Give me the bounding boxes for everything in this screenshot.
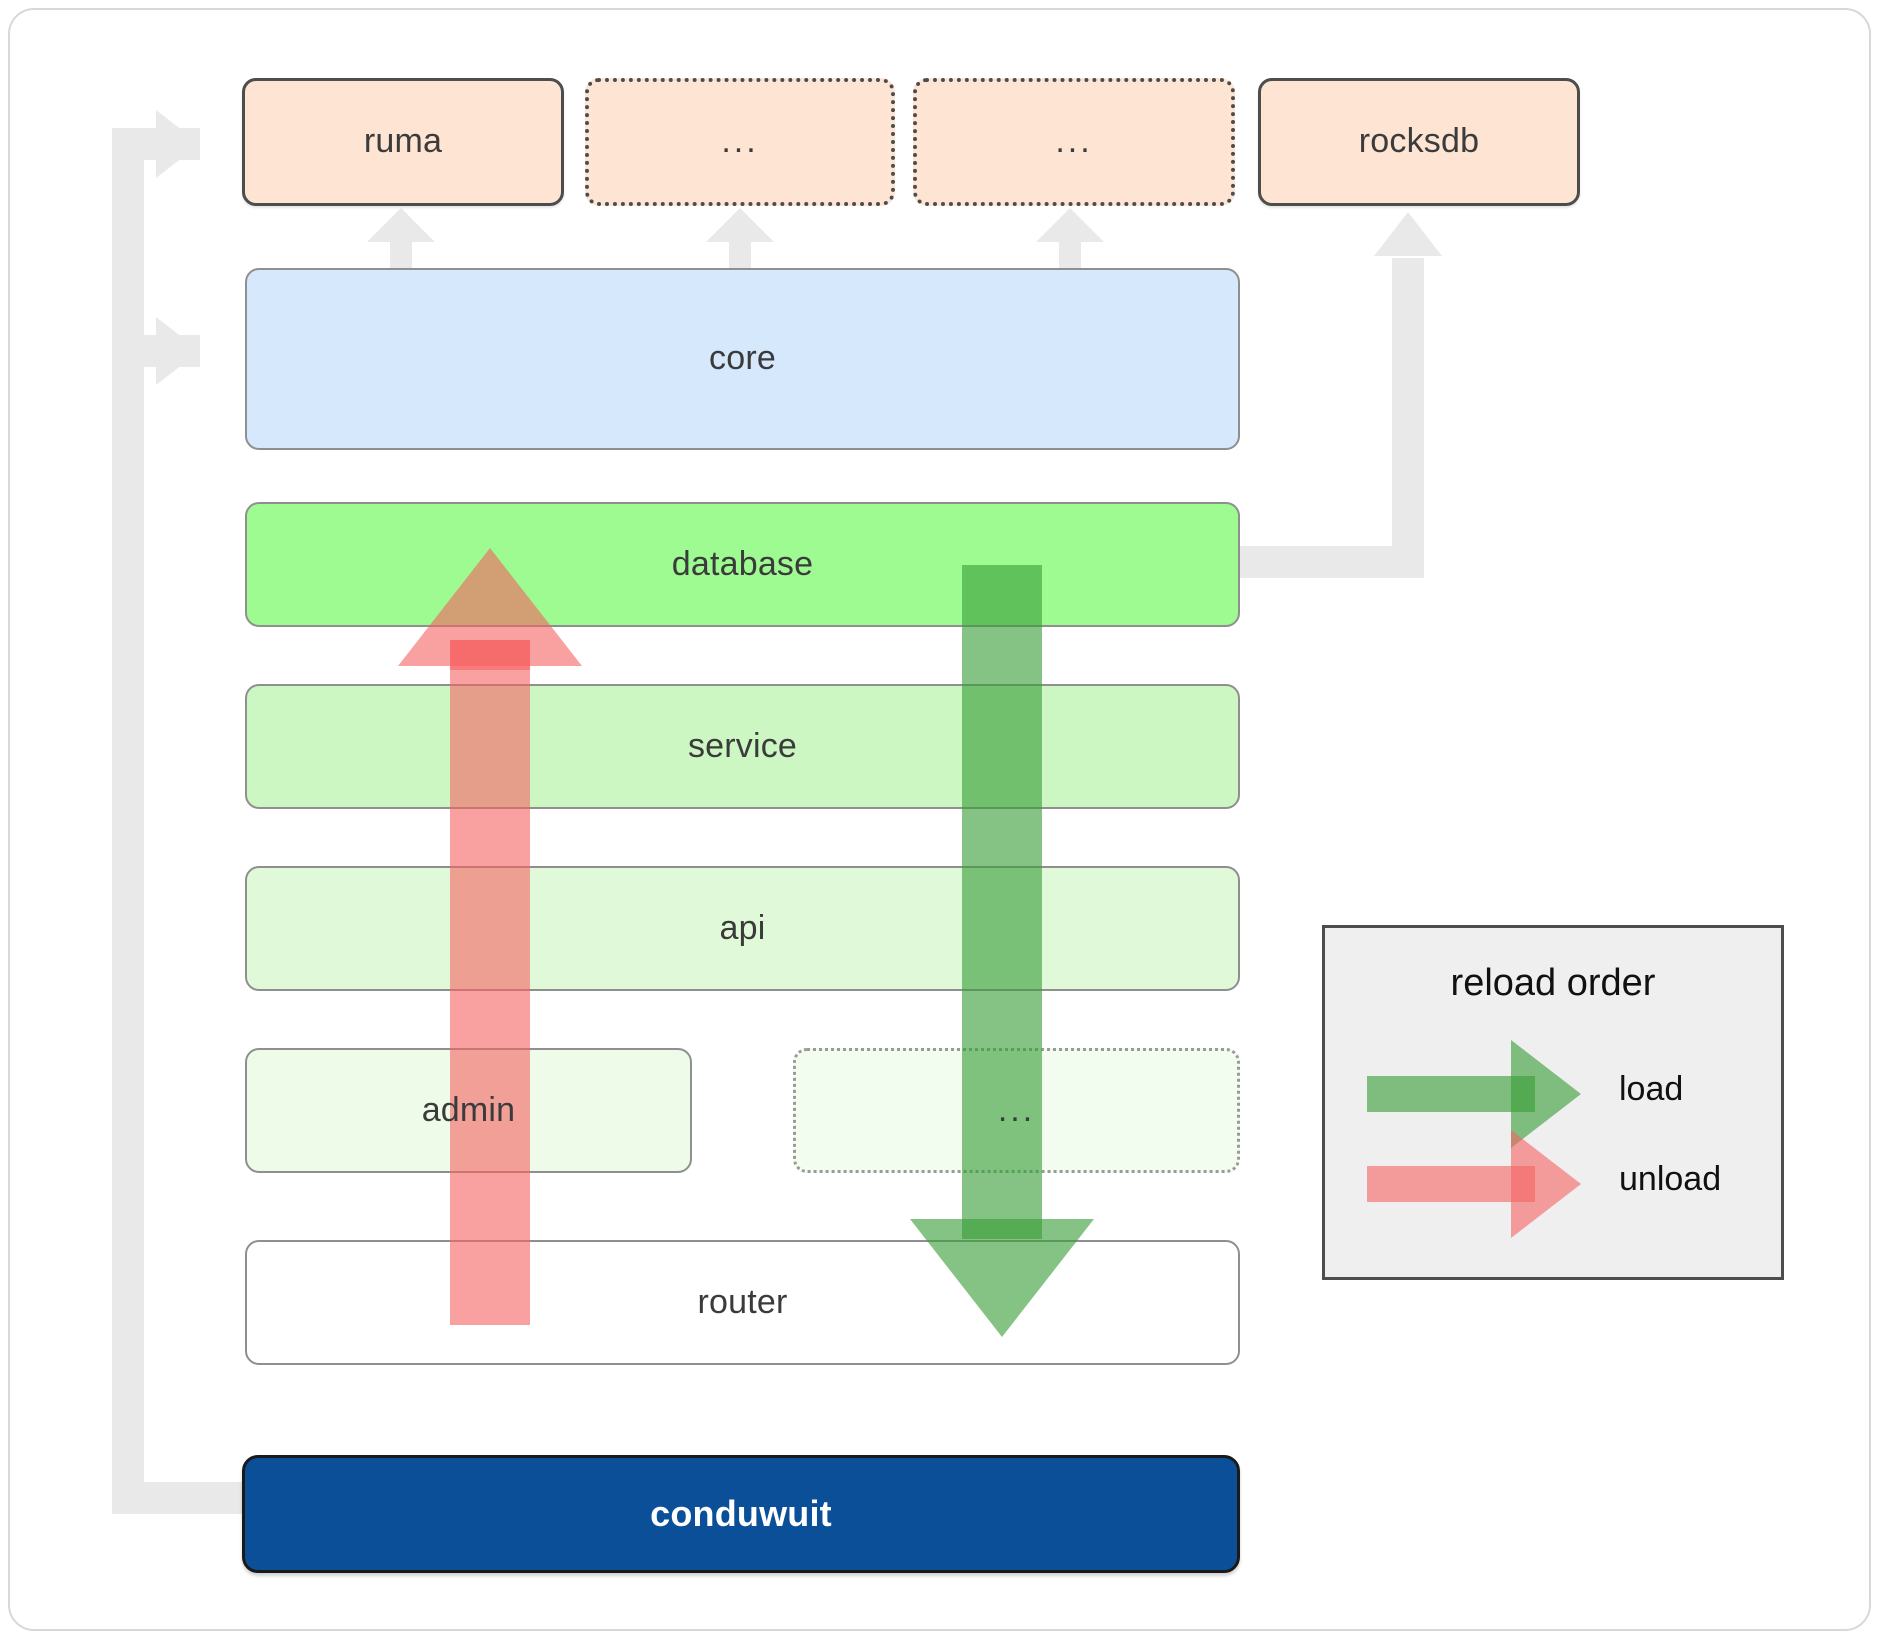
layer-label-api: api bbox=[719, 908, 766, 947]
layer-box-service[interactable]: service bbox=[245, 684, 1240, 809]
dependency-box-more-2[interactable]: ... bbox=[913, 78, 1235, 206]
legend-load-arrow-shaft bbox=[1367, 1076, 1535, 1112]
connector-core-to-dep3-arrowhead bbox=[1036, 208, 1104, 242]
app-box-conduwuit[interactable]: conduwuit bbox=[242, 1455, 1240, 1573]
layer-label-router: router bbox=[697, 1282, 788, 1321]
connector-core-to-ruma-arrowhead bbox=[367, 208, 435, 242]
load-arrow-shaft bbox=[962, 565, 1042, 1239]
connector-left-branch-ruma-arrowhead bbox=[156, 110, 200, 178]
dependency-label-more-2: ... bbox=[1055, 122, 1093, 161]
dependency-label-rocksdb: rocksdb bbox=[1358, 122, 1480, 161]
legend-unload-label: unload bbox=[1619, 1160, 1722, 1198]
legend-unload-arrow-head bbox=[1511, 1130, 1581, 1238]
dependency-label-ruma: ruma bbox=[363, 122, 443, 161]
connector-right-arrowhead bbox=[1374, 212, 1442, 256]
connector-left-branch-core-arrowhead bbox=[156, 317, 200, 385]
legend-panel: reload order load unload bbox=[1322, 925, 1784, 1280]
layer-box-database[interactable]: database bbox=[245, 502, 1240, 627]
load-arrow-head bbox=[910, 1219, 1094, 1337]
layer-box-core[interactable]: core bbox=[245, 268, 1240, 450]
dependency-label-more-1: ... bbox=[721, 122, 759, 161]
legend-title: reload order bbox=[1450, 962, 1656, 1004]
layer-label-service: service bbox=[687, 726, 798, 765]
connector-left-to-conduwuit bbox=[112, 1482, 242, 1514]
connector-right-vertical bbox=[1392, 258, 1424, 578]
layer-label-database: database bbox=[671, 544, 814, 583]
unload-arrow-neck bbox=[450, 640, 530, 670]
app-label-conduwuit: conduwuit bbox=[650, 1493, 832, 1535]
connector-core-to-dep2-arrowhead bbox=[706, 208, 774, 242]
legend-load-label: load bbox=[1619, 1070, 1684, 1108]
dependency-box-ruma[interactable]: ruma bbox=[242, 78, 564, 206]
legend-unload-arrow-shaft bbox=[1367, 1166, 1535, 1202]
diagram-frame bbox=[8, 8, 1871, 1631]
dependency-box-more-1[interactable]: ... bbox=[585, 78, 895, 206]
layer-label-core: core bbox=[709, 339, 776, 378]
unload-arrow-shaft bbox=[450, 640, 530, 1325]
layer-box-api[interactable]: api bbox=[245, 866, 1240, 991]
dependency-box-rocksdb[interactable]: rocksdb bbox=[1258, 78, 1580, 206]
